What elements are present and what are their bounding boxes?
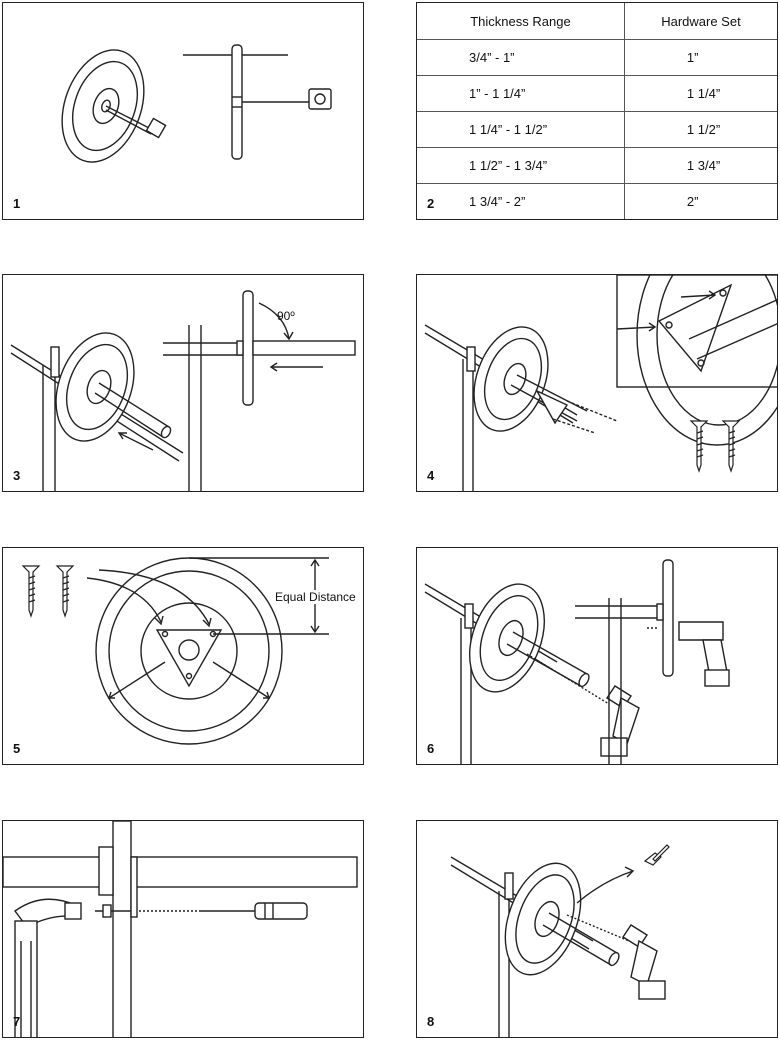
table-row: 1” - 1 1/4” 1 1/4” [417,75,777,113]
angle-label: 90º [277,309,295,323]
remove-spindle-illustration [450,844,670,1037]
equal-distance-label: Equal Distance [275,590,356,604]
step-number: 5 [13,741,21,756]
insert-spindle-illustration [10,290,356,491]
table-header-row: Thickness Range Hardware Set [417,3,777,40]
thickness-cell: 1 3/4” - 2” [417,183,625,219]
step-number: 8 [427,1014,435,1029]
step-number: 6 [427,741,435,756]
step-5-panel: Equal Distance 5 [2,547,364,765]
hardware-cell: 1” [623,38,777,77]
table-row: 1 1/4” - 1 1/2” 1 1/2” [417,111,777,149]
step-number: 2 [427,196,435,211]
thickness-cell: 1” - 1 1/4” [417,75,625,113]
step-8-panel: 8 [416,820,778,1038]
step-4-panel: 4 [416,274,778,492]
table-row: 1 3/4” - 2” 2” [417,183,777,219]
screw-icon [689,420,741,473]
center-bracket-illustration [21,557,329,745]
step-number: 7 [13,1014,21,1029]
step-6-panel: 6 [416,547,778,765]
measure-door-thickness-illustration [61,44,332,163]
step-7-panel: 7 [2,820,364,1038]
hardware-cell: 1 1/2” [623,111,777,149]
attach-bracket-illustration [424,275,777,491]
hardware-table: Thickness Range Hardware Set 3/4” - 1” 1… [417,3,777,219]
step-number: 1 [13,196,21,211]
step-number: 4 [427,468,435,483]
screw-icon [21,565,75,618]
hardware-cell: 1 1/4” [623,75,777,113]
step-number: 3 [13,468,21,483]
step-1-panel: 1 [2,2,364,220]
thickness-cell: 1 1/4” - 1 1/2” [417,111,625,149]
step-3-panel: 90º 3 [2,274,364,492]
hardware-cell: 1 3/4” [623,147,777,185]
thickness-cell: 3/4” - 1” [417,38,625,77]
screw-icon [643,844,670,866]
hardware-cell: 2” [623,183,777,219]
step-2-panel: Thickness Range Hardware Set 3/4” - 1” 1… [416,2,778,220]
install-screws-illustration [3,821,358,1037]
thickness-cell: 1 1/2” - 1 3/4” [417,147,625,185]
table-row: 1 1/2” - 1 3/4” 1 3/4” [417,147,777,185]
table-row: 3/4” - 1” 1” [417,38,777,77]
drill-pilot-holes-illustration [424,559,730,764]
column-header-hardware: Hardware Set [623,3,777,40]
column-header-thickness: Thickness Range [417,3,625,40]
